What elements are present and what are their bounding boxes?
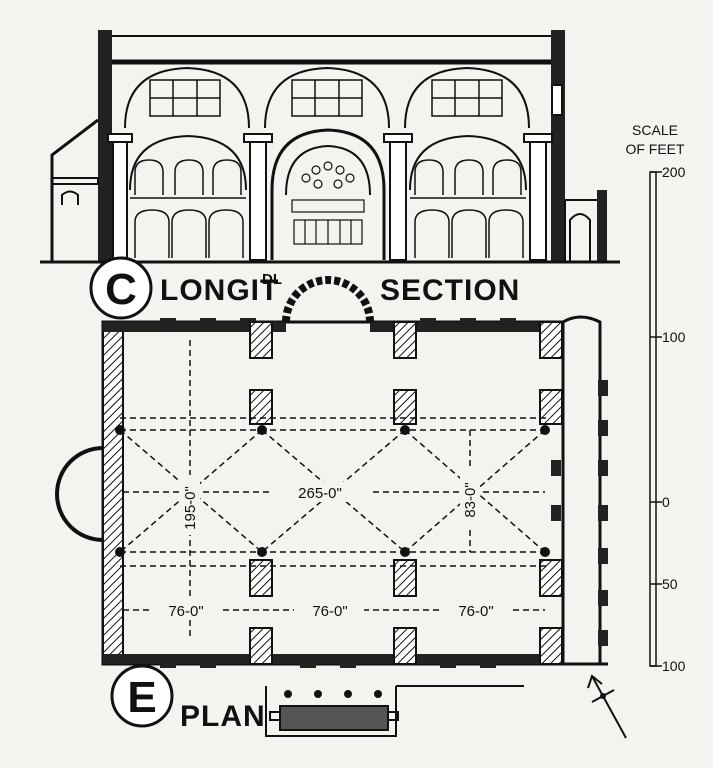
section-title-superscript: DL — [262, 271, 282, 288]
section-badge — [89, 256, 153, 320]
scale-tick-200: 200 — [662, 164, 686, 180]
scale-bar: SCALE OF FEET 200 100 0 50 100 — [625, 122, 685, 674]
section-title-left: LONGIT — [160, 274, 279, 307]
north-arrow-icon — [587, 674, 627, 739]
section-title-right: SECTION — [380, 274, 520, 307]
dimension-overall-width: 195-0" — [182, 486, 199, 530]
plan-title-group: E PLAN — [110, 664, 266, 733]
scale-tick-50: 50 — [662, 576, 678, 592]
plan-title: PLAN — [180, 700, 266, 733]
section-title-group: C LONGIT DL SECTION — [89, 256, 520, 320]
longitudinal-section — [40, 30, 620, 264]
dimension-bay-3: 76-0" — [458, 603, 493, 620]
plan-badge-letter: E — [127, 673, 156, 722]
dimension-bay-span: 83-0" — [462, 482, 479, 517]
dimension-bay-2: 76-0" — [312, 603, 347, 620]
scale-tick-100-lower: 100 — [662, 658, 686, 674]
scale-tick-100-upper: 100 — [662, 329, 686, 345]
scale-title-line2: OF FEET — [625, 141, 685, 157]
dimension-overall-length: 265-0" — [298, 485, 342, 502]
scale-tick-0: 0 — [662, 494, 670, 510]
scale-title-line1: SCALE — [632, 122, 678, 138]
plan-dimensions: 265-0" 195-0" 83-0" 76-0" 76-0" 76-0" — [150, 470, 510, 620]
dimension-bay-1: 76-0" — [168, 603, 203, 620]
plan-badge — [110, 664, 174, 728]
entrance-steps — [265, 685, 524, 737]
section-badge-letter: C — [105, 265, 137, 314]
